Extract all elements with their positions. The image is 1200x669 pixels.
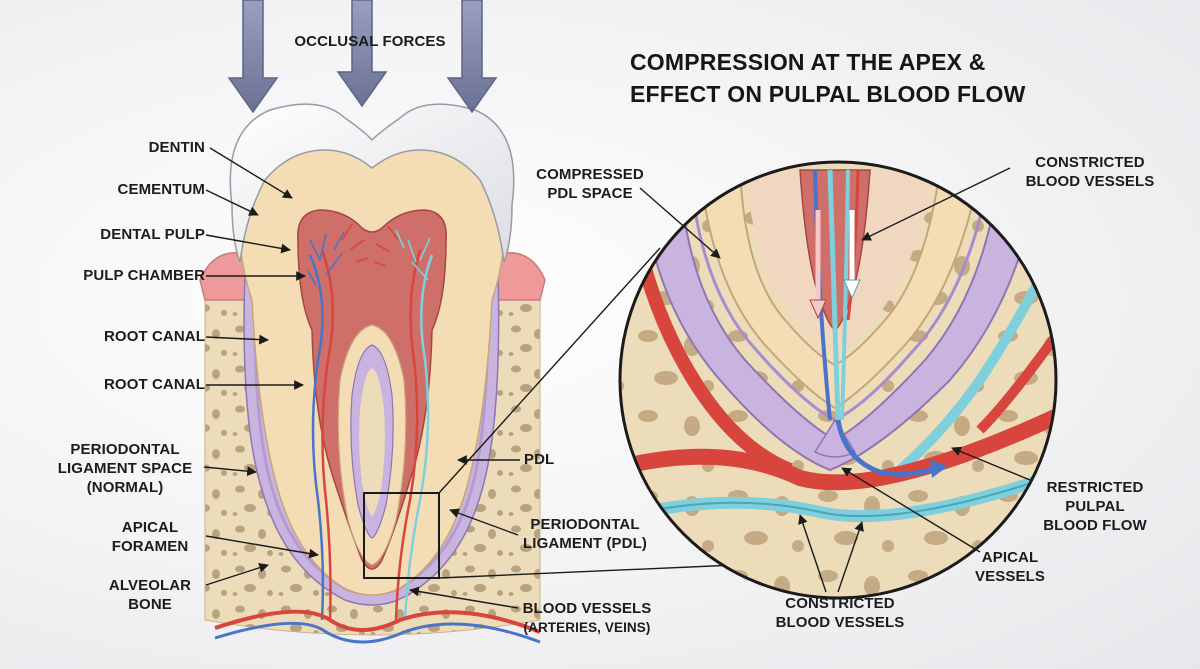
label-blood-vessels-line1: BLOOD VESSELS: [522, 600, 652, 617]
label-root-canal-2: ROOT CANAL: [104, 376, 205, 393]
label-apical-foramen-line1: APICAL: [121, 519, 179, 536]
label-constricted-vessels-top: CONSTRICTED BLOOD VESSELS: [1010, 153, 1170, 191]
label-alveolar-bone: ALVEOLAR BONE: [95, 576, 205, 614]
label-compressed-pdl-line2: PDL SPACE: [547, 185, 633, 202]
label-cementum: CEMENTUM: [117, 181, 205, 198]
label-constricted-bottom-line2: BLOOD VESSELS: [775, 614, 905, 631]
label-constricted-vessels-bottom: CONSTRICTED BLOOD VESSELS: [760, 594, 920, 632]
label-root-canal-1: ROOT CANAL: [104, 328, 205, 345]
label-periodontal-ligament-line2: LIGAMENT (PDL): [523, 535, 647, 552]
label-constricted-top-line2: BLOOD VESSELS: [1025, 173, 1155, 190]
label-pdl-space-line1: PERIODONTAL: [70, 441, 180, 458]
label-pdl: PDL: [524, 451, 555, 468]
enamel: [229, 103, 515, 263]
label-constricted-bottom-line1: CONSTRICTED: [785, 595, 895, 612]
magnify-region-box: [363, 492, 440, 579]
label-alveolar-bone-line1: ALVEOLAR: [108, 577, 192, 594]
label-restricted-line2: PULPAL: [1065, 498, 1125, 515]
label-constricted-top-line1: CONSTRICTED: [1035, 154, 1145, 171]
label-pdl-space-line3: (NORMAL): [86, 479, 164, 496]
label-compressed-pdl-space: COMPRESSED PDL SPACE: [510, 165, 670, 203]
label-apical-foramen-line2: FORAMEN: [111, 538, 189, 555]
label-compressed-pdl-line1: COMPRESSED: [536, 166, 644, 183]
label-apical-vessels: APICAL VESSELS: [955, 548, 1065, 586]
label-restricted-pulpal-flow: RESTRICTED PULPAL BLOOD FLOW: [1030, 478, 1160, 535]
label-apical-vessels-line1: APICAL: [981, 549, 1039, 566]
label-apical-vessels-line2: VESSELS: [975, 568, 1045, 585]
label-apical-foramen: APICAL FORAMEN: [95, 518, 205, 556]
label-dentin: DENTIN: [148, 139, 205, 156]
title-line-1: COMPRESSION AT THE APEX &: [630, 49, 986, 75]
label-alveolar-bone-line2: BONE: [128, 596, 172, 613]
label-pdl-space-normal: PERIODONTAL LIGAMENT SPACE (NORMAL): [50, 440, 200, 497]
magnified-apex-view: [620, 162, 1056, 598]
label-blood-vessels: BLOOD VESSELS (ARTERIES, VEINS): [512, 599, 662, 637]
leader-lines: [203, 147, 1031, 609]
label-restricted-line3: BLOOD FLOW: [1043, 517, 1147, 534]
label-blood-vessels-line2: (ARTERIES, VEINS): [523, 620, 651, 635]
magnified-circle-border: [618, 160, 1058, 600]
label-pulp-chamber: PULP CHAMBER: [83, 267, 205, 284]
label-restricted-line1: RESTRICTED: [1046, 479, 1144, 496]
label-periodontal-ligament-line1: PERIODONTAL: [530, 516, 640, 533]
page-title: COMPRESSION AT THE APEX & EFFECT ON PULP…: [630, 46, 1190, 110]
label-periodontal-ligament: PERIODONTAL LIGAMENT (PDL): [505, 515, 665, 553]
label-dental-pulp: DENTAL PULP: [100, 226, 205, 243]
label-pdl-space-line2: LIGAMENT SPACE: [57, 460, 193, 477]
label-occlusal-forces: OCCLUSAL FORCES: [294, 33, 446, 50]
title-line-2: EFFECT ON PULPAL BLOOD FLOW: [630, 81, 1026, 107]
occlusal-force-arrows: [227, 0, 498, 114]
